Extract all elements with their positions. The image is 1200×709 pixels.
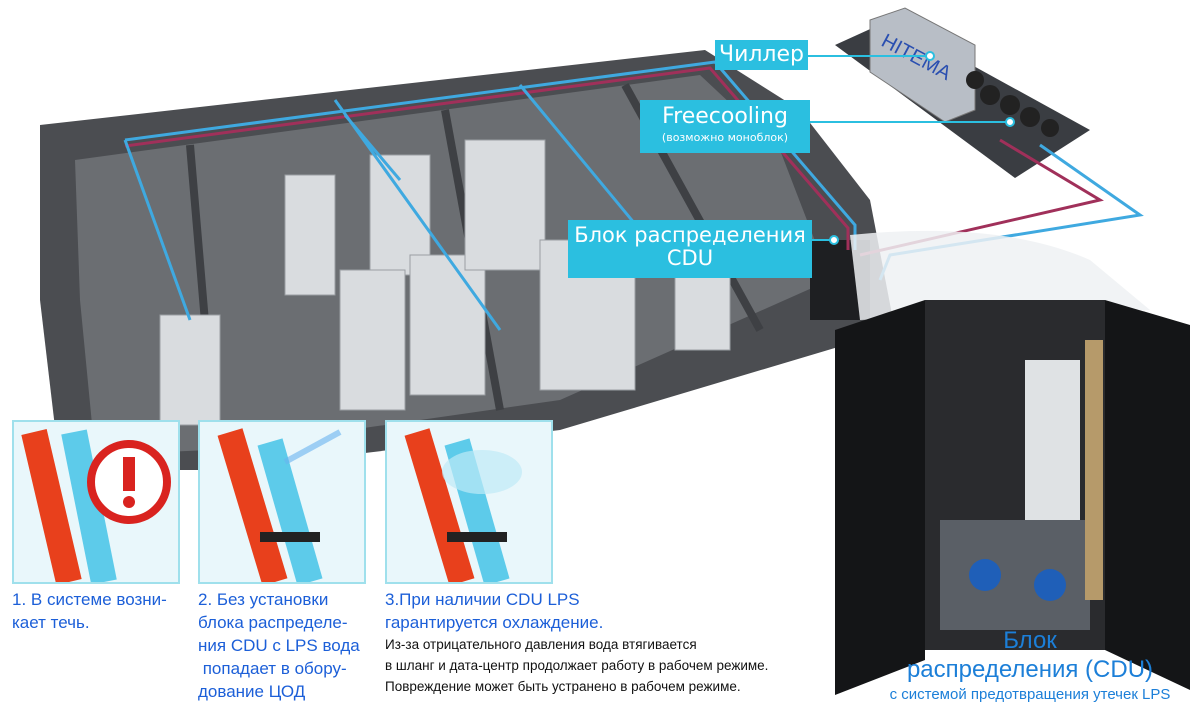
cdu-label-line2: CDU [666,246,714,271]
caption-line: кает течь. [12,613,90,632]
caption-line: попадает в обору- [198,659,347,678]
cdu-caption: Блок распределения (CDU) с системой пред… [860,627,1200,705]
freecooling-fans [966,71,1059,137]
chiller-label: Чиллер [715,40,808,70]
step-2-caption: 2. Без установки блока распределе- ния C… [198,588,360,703]
chiller-unit [869,7,976,123]
freecooling-title: Freecooling [662,104,788,129]
cdu-caption-line1: Блок [1003,627,1057,654]
note-line: в шланг и дата-центр продолжает работу в… [385,658,769,673]
freecooling-subtitle: (возможно моноблок) [661,131,789,145]
cdu-caption-line2: распределения (CDU) [906,656,1154,683]
caption-line: ния CDU с LPS вода [198,636,360,655]
caption-line: блока распределе- [198,613,348,632]
freecooling-label: Freecooling (возможно моноблок) [640,100,810,153]
caption-line: гарантируется охлаждение. [385,613,604,632]
note-line: Из-за отрицательного давления вода втяги… [385,637,697,652]
step-1-image [12,420,180,584]
server-racks [159,139,731,426]
cdu-label: Блок распределения CDU [568,220,812,278]
step-1-caption: 1. В системе возни- кает течь. [12,588,167,634]
step-3-note: Из-за отрицательного давления вода втяги… [385,634,768,697]
cdu-label-line1: Блок распределения [574,223,806,247]
step-2-image [198,420,366,584]
step-3-image [385,420,553,584]
caption-line: 3.При наличии CDU LPS [385,590,580,609]
caption-line: 1. В системе возни- [12,590,167,609]
step-3-caption: 3.При наличии CDU LPS гарантируется охла… [385,588,603,634]
cdu-caption-line3: с системой предотвращения утечек LPS [889,686,1171,703]
cdu-cabinet [835,300,1190,695]
note-line: Повреждение может быть устранено в рабоч… [385,679,741,694]
label-connectors [808,51,1015,245]
caption-line: 2. Без установки [198,590,329,609]
caption-line: дование ЦОД [198,682,306,701]
zoom-bubble [850,230,1150,320]
